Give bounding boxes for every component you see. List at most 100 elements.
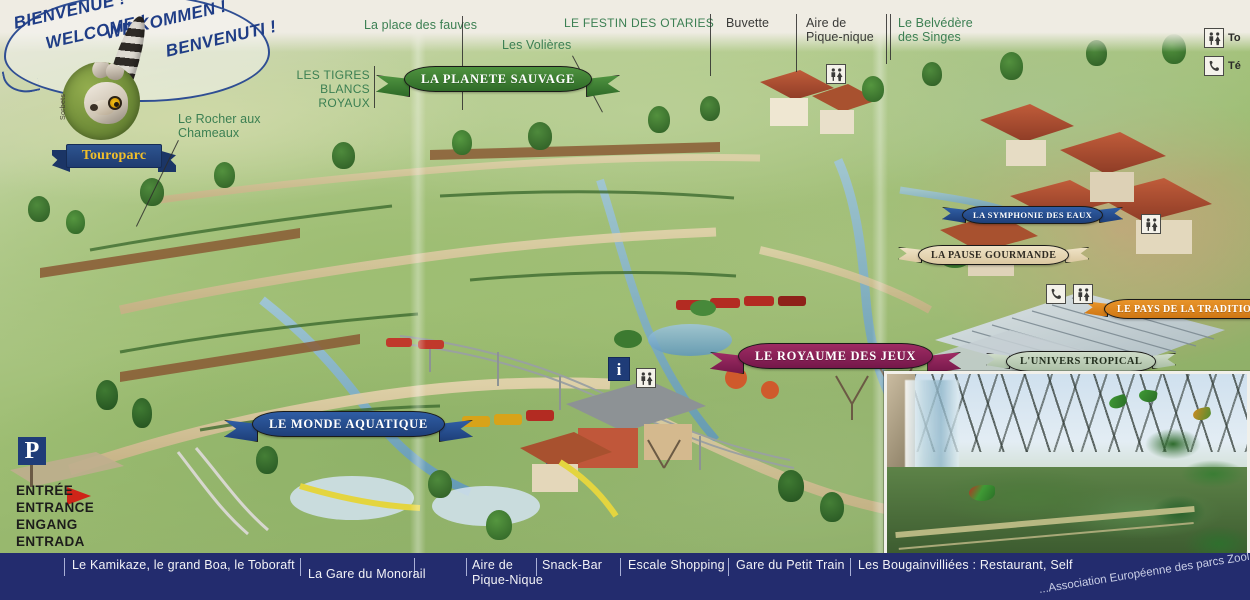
leader-line-buvette — [796, 14, 797, 72]
bottom-tick — [728, 558, 729, 576]
bottom-label-escale-shopping[interactable]: Escale Shopping — [628, 558, 725, 572]
toilets-icon — [1204, 28, 1224, 48]
entrance-labels: ENTRÉE ENTRANCE ENGANG ENTRADA — [16, 482, 94, 550]
tree — [1162, 34, 1186, 64]
entrance-label-es: ENTRADA — [16, 534, 85, 549]
bottom-tick — [466, 558, 467, 576]
tree — [214, 162, 235, 188]
ribbon-wing-left — [52, 150, 70, 172]
bush — [690, 300, 716, 316]
lemur-nose-icon — [90, 104, 98, 111]
leader-line-otaries — [710, 14, 711, 76]
bottom-label-kamikaze[interactable]: Le Kamikaze, le grand Boa, le Toboraft — [72, 558, 295, 572]
leader-line-pique-nique-top — [886, 14, 887, 64]
banner-label: LA PLANETE SAUVAGE — [421, 71, 576, 86]
label-place-des-fauves[interactable]: La place des fauves — [364, 18, 478, 32]
bottom-label-bougainvilliees[interactable]: Les Bougainvilliées : Restaurant, Self — [858, 558, 1073, 572]
tree — [1000, 52, 1023, 80]
parking-sign[interactable]: P — [18, 437, 46, 465]
bottom-label-bar: Le Kamikaze, le grand Boa, le Toboraft L… — [0, 551, 1250, 600]
bottom-tick — [536, 558, 537, 576]
tree — [648, 106, 670, 133]
leader-line-belvedere — [890, 14, 891, 60]
banner-body: LE MONDE AQUATIQUE — [252, 411, 445, 437]
telephone-icon[interactable] — [1046, 284, 1066, 304]
banner-monde-aquatique[interactable]: LE MONDE AQUATIQUE — [224, 409, 473, 442]
toilets-icon[interactable] — [1073, 284, 1093, 304]
map-legend: To Té — [1204, 28, 1250, 84]
banner-label: LE PAYS DE LA TRADITION — [1117, 303, 1250, 315]
banner-body: L'UNIVERS TROPICAL — [1006, 350, 1157, 372]
legend-label-telephone: Té — [1228, 60, 1241, 72]
bottom-label-gare-monorail[interactable]: La Gare du Monorail — [308, 567, 426, 581]
parking-sign-post — [30, 465, 33, 487]
banner-body: LE PAYS DE LA TRADITION — [1104, 299, 1250, 319]
logo-ribbon-body: Touroparc — [66, 144, 162, 168]
entrance-arrow-icon — [67, 487, 91, 505]
legend-label-toilets: To — [1228, 32, 1241, 44]
tree — [700, 96, 720, 121]
lemur-eye-icon — [108, 96, 122, 110]
leader-line-tigres — [374, 66, 375, 108]
logo-text: Touroparc — [81, 148, 147, 163]
bottom-label-gare-petit-train[interactable]: Gare du Petit Train — [736, 558, 845, 572]
tree — [486, 510, 512, 540]
bottom-label-snack-bar[interactable]: Snack-Bar — [542, 558, 603, 572]
tree — [922, 62, 942, 86]
label-les-volieres[interactable]: Les Volières — [502, 38, 572, 52]
label-festin-des-otaries[interactable]: LE FESTIN DES OTARIES — [564, 16, 715, 30]
label-aire-de-pique-nique-top[interactable]: Aire de Pique-nique — [806, 16, 874, 44]
tropical-greenhouse-photo — [884, 371, 1250, 556]
legend-row-telephone[interactable]: Té — [1204, 56, 1250, 76]
label-buvette[interactable]: Buvette — [726, 16, 770, 30]
label-tigres-blancs-royaux[interactable]: LES TIGRES BLANCS ROYAUX — [296, 68, 370, 110]
logo-disc — [62, 62, 140, 140]
banner-body: LA PLANETE SAUVAGE — [404, 66, 593, 92]
tree — [28, 196, 50, 222]
banner-label: LE MONDE AQUATIQUE — [269, 416, 428, 431]
tree — [132, 398, 152, 428]
tree — [778, 470, 804, 502]
legend-row-toilets[interactable]: To — [1204, 28, 1250, 48]
bottom-tick — [620, 558, 621, 576]
toilets-icon[interactable] — [636, 368, 656, 388]
banner-label: LE ROYAUME DES JEUX — [755, 348, 917, 363]
touroparc-logo[interactable]: Sorbets Touroparc — [52, 13, 182, 182]
tree — [862, 76, 884, 102]
banner-label: LA PAUSE GOURMANDE — [931, 249, 1057, 261]
label-belvedere-des-singes[interactable]: Le Belvédère des Singes — [898, 16, 973, 44]
lemur-head-icon — [84, 82, 128, 124]
banner-label: L'UNIVERS TROPICAL — [1020, 355, 1143, 367]
banner-symphonie-des-eaux[interactable]: LA SYMPHONIE DES EAUX — [942, 200, 1124, 230]
tree — [528, 122, 552, 150]
tree — [452, 130, 472, 155]
logo-ribbon: Touroparc — [52, 140, 176, 174]
parrot-icon — [969, 485, 995, 501]
banner-body: LE ROYAUME DES JEUX — [738, 343, 934, 369]
lemur-ear-right-icon — [104, 62, 126, 82]
banner-body: LA PAUSE GOURMANDE — [918, 245, 1070, 265]
bush — [614, 330, 642, 348]
bottom-tick — [850, 558, 851, 576]
information-icon[interactable]: i — [608, 357, 630, 381]
banner-label: LA SYMPHONIE DES EAUX — [973, 210, 1093, 220]
banner-royaume-des-jeux[interactable]: LE ROYAUME DES JEUX — [710, 341, 962, 374]
tree — [66, 210, 85, 234]
banner-pays-de-la-tradition[interactable]: LE PAYS DE LA TRADITION — [1084, 294, 1250, 324]
tree — [332, 142, 355, 169]
entrance-label-fr: ENTRÉE — [16, 483, 74, 498]
tree — [428, 470, 452, 498]
leader-line-fauves — [462, 16, 463, 110]
banner-pause-gourmande[interactable]: LA PAUSE GOURMANDE — [898, 240, 1090, 270]
tree — [1086, 40, 1107, 66]
label-rocher-aux-chameaux[interactable]: Le Rocher aux Chameaux — [178, 112, 261, 140]
tree — [820, 492, 844, 522]
banner-planete-sauvage[interactable]: LA PLANETE SAUVAGE — [376, 64, 621, 97]
tropical-foliage — [1143, 404, 1247, 553]
toilets-icon[interactable] — [826, 64, 846, 84]
toilets-icon[interactable] — [1141, 214, 1161, 234]
illustrator-signature: Sorbets — [60, 93, 67, 120]
bottom-label-aire-pique-nique[interactable]: Aire de Pique-Nique — [472, 558, 543, 587]
